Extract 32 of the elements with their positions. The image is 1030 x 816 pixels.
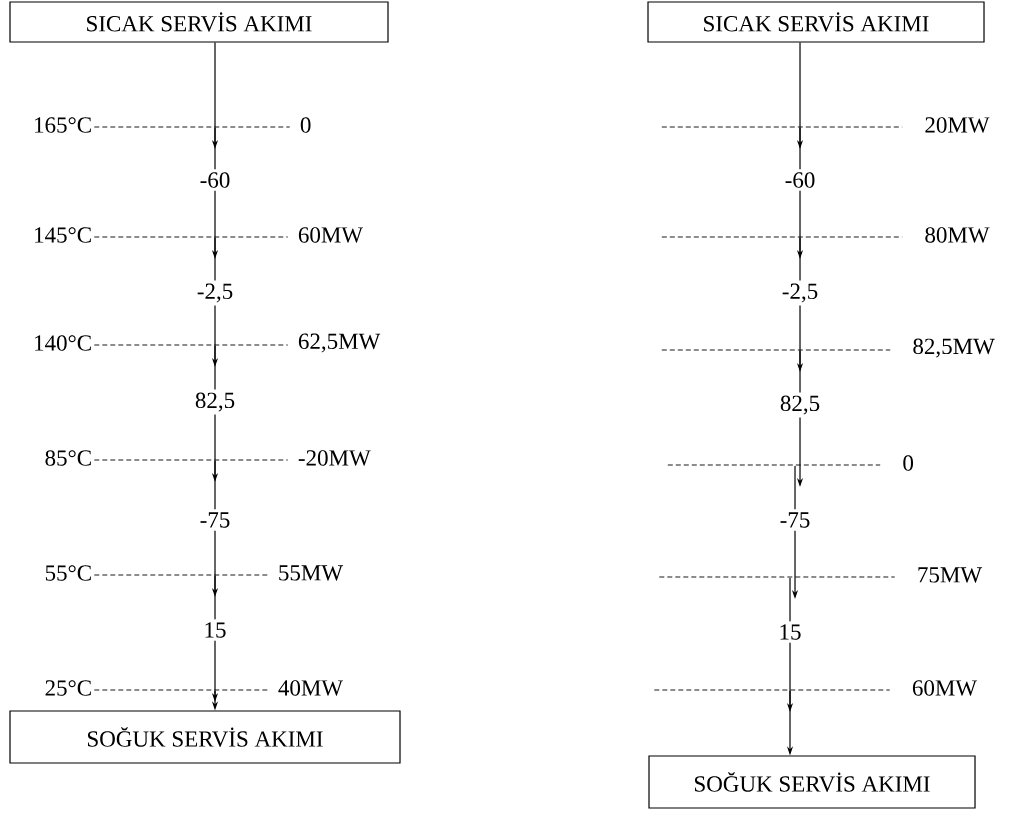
heat-flow-label: 55MW (279, 565, 344, 581)
temperature-label: 85°C (45, 450, 91, 466)
heat-flow-label: 75MW (918, 567, 983, 583)
heat-flow-label: 0 (903, 455, 914, 471)
heat-flow-label: 80MW (925, 227, 990, 243)
edge-label: 82,5 (776, 392, 824, 418)
heat-flow-label: 62,5MW (298, 333, 381, 353)
temperature-label: 55°C (45, 565, 91, 581)
heat-flow-label: 60MW (298, 227, 364, 243)
edge-label: -2,5 (778, 280, 822, 306)
edge-label: -2,5 (193, 280, 237, 306)
edge-label: -60 (196, 169, 234, 191)
stream-box: SICAK SERVİS AKIMI (647, 1, 985, 43)
stream-box: SICAK SERVİS AKIMI (9, 1, 389, 43)
heat-flow-label: 60MW (912, 680, 978, 696)
temperature-label: 165°C (35, 117, 91, 133)
heat-flow-label: 40MW (278, 680, 344, 696)
stream-box: SOĞUK SERVİS AKIMI (648, 755, 976, 809)
edge-label: -75 (196, 509, 234, 531)
edge-label: 82,5 (191, 389, 239, 415)
heat-flow-label: -20MW (298, 450, 371, 466)
heat-flow-label: 20MW (925, 117, 990, 133)
temperature-label: 140°C (35, 335, 91, 351)
temperature-label: 25°C (45, 680, 91, 696)
edge-label: 15 (775, 621, 805, 643)
heat-flow-label: 82,5MW (913, 338, 995, 358)
heat-flow-label: 0 (300, 117, 311, 133)
edge-label: -75 (776, 509, 814, 531)
temperature-label: 145°C (35, 227, 91, 243)
edge-label: -60 (781, 169, 819, 191)
stream-box: SOĞUK SERVİS AKIMI (9, 710, 401, 764)
edge-label: 15 (200, 619, 230, 641)
